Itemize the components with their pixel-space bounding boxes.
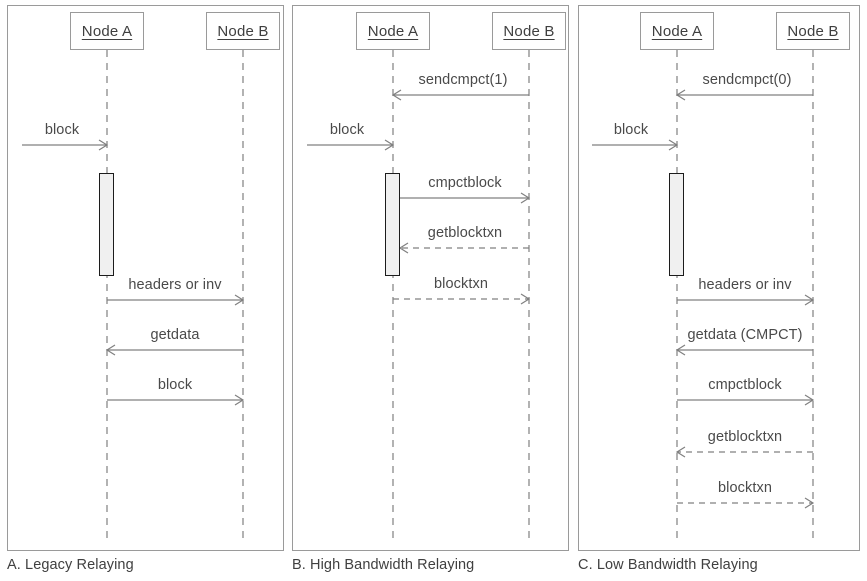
participant-box-node-b: Node B: [206, 12, 280, 50]
message-label: sendcmpct(1): [418, 72, 508, 88]
message-label: getblocktxn: [427, 225, 503, 241]
message-label: getdata: [150, 327, 200, 343]
caption-panel-c: C. Low Bandwidth Relaying: [578, 557, 758, 573]
message-label: getdata (CMPCT): [687, 327, 803, 343]
panel-legacy-relaying: [7, 5, 284, 551]
message-label: headers or inv: [698, 277, 792, 293]
message-label: headers or inv: [128, 277, 222, 293]
participant-label: Node A: [651, 22, 703, 40]
panel-high-bandwidth-relaying: [292, 5, 569, 551]
message-label: blocktxn: [718, 480, 772, 496]
participant-box-node-a: Node A: [356, 12, 430, 50]
caption-panel-a: A. Legacy Relaying: [7, 557, 134, 573]
message-label: blocktxn: [434, 276, 488, 292]
message-label: getblocktxn: [707, 429, 783, 445]
activation-bar: [99, 173, 114, 276]
message-label: block: [44, 122, 80, 138]
message-label: block: [329, 122, 365, 138]
participant-box-node-a: Node A: [70, 12, 144, 50]
participant-label: Node B: [787, 22, 839, 40]
message-label: block: [613, 122, 649, 138]
message-label: sendcmpct(0): [702, 72, 792, 88]
message-label: cmpctblock: [708, 377, 782, 393]
activation-bar: [669, 173, 684, 276]
participant-label: Node B: [503, 22, 555, 40]
participant-label: Node A: [367, 22, 419, 40]
participant-box-node-b: Node B: [492, 12, 566, 50]
message-label: block: [157, 377, 193, 393]
participant-label: Node A: [81, 22, 133, 40]
activation-bar: [385, 173, 400, 276]
message-label: cmpctblock: [428, 175, 502, 191]
caption-panel-b: B. High Bandwidth Relaying: [292, 557, 475, 573]
participant-box-node-a: Node A: [640, 12, 714, 50]
participant-label: Node B: [217, 22, 269, 40]
participant-box-node-b: Node B: [776, 12, 850, 50]
